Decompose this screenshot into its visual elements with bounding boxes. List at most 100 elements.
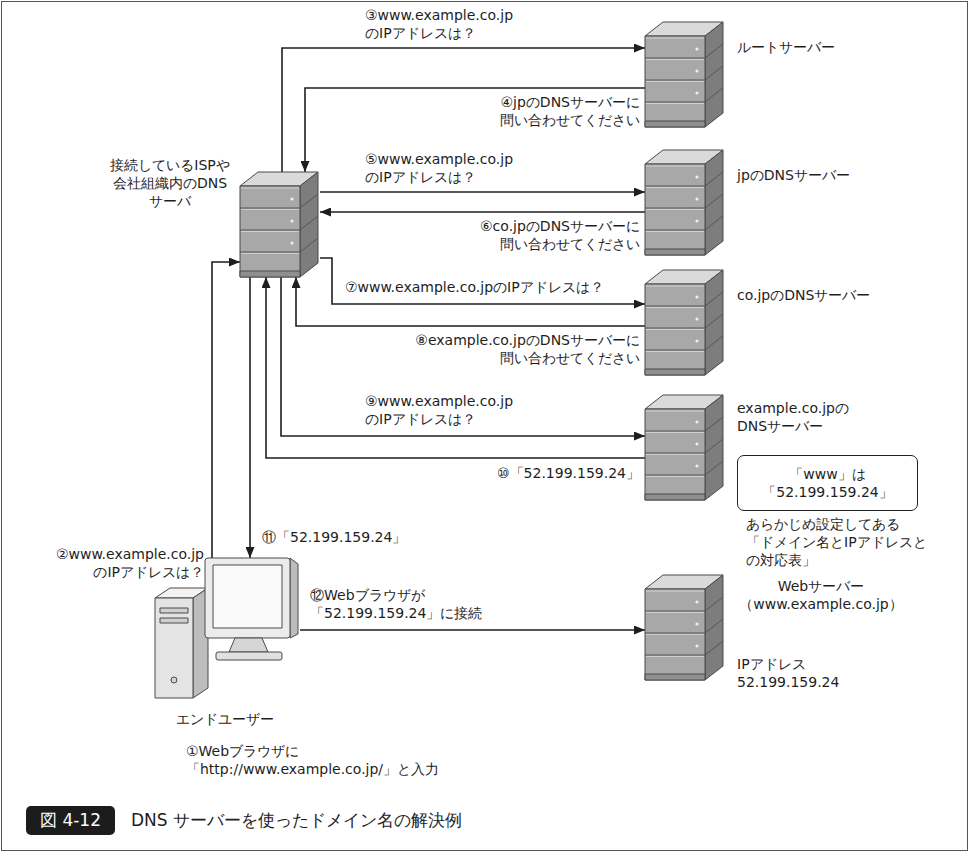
server-led [695,175,698,178]
server-highlight [241,231,299,232]
power-button [171,677,177,683]
server-front [645,36,705,127]
server-led [290,241,293,244]
server-label: example.co.jpの DNSサーバー [737,399,853,435]
server-front [645,164,705,255]
server-highlight [646,231,704,232]
server-base [240,271,300,277]
server-drawing [645,270,723,375]
dns-server: co.jpのDNSサーバー [645,270,725,375]
server-side-divider [705,216,723,230]
server-led [695,420,698,423]
server-led [695,644,698,647]
step-label: ①Webブラウザに 「http://www.example.co.jp/」と入力 [186,742,444,778]
server-front [645,284,705,375]
server-divider [645,58,705,59]
server-highlight [646,166,704,167]
server-drawing [645,150,723,255]
step-label: ⑥co.jpのDNSサーバーに 問い合わせてください [476,217,640,253]
server-highlight [646,81,704,82]
tower-front [155,598,193,698]
step-label: ⑦www.example.co.jpのIPアドレスは？ [345,278,604,296]
server-highlight [646,286,704,287]
server-icon [645,395,725,500]
figure-caption: DNS サーバーを使ったドメイン名の解決例 [131,809,462,831]
step-label: ⑨www.example.co.jp のIPアドレスは？ [365,392,518,428]
server-highlight [646,656,704,657]
arrow-connector [320,191,645,193]
server-divider [645,328,705,329]
monitor-bezel [205,558,290,638]
server-icon [645,575,725,680]
server-side [705,22,723,127]
server-side-divider [705,292,723,306]
web-server: Webサーバー （www.example.co.jp）IPアドレス 52.199… [645,575,725,680]
address-label: IPアドレス 52.199.159.24 [737,655,844,691]
server-side-divider [705,641,723,655]
arrow-connector [320,211,645,213]
server-label: Webサーバー （www.example.co.jp） [737,577,905,613]
arrow-connector [281,277,645,436]
server-highlight [646,103,704,104]
arrow-connector [300,629,645,631]
arrow-connector [296,277,645,326]
server-highlight [646,411,704,412]
step-label: ④jpのDNSサーバーに 問い合わせてください [496,93,640,129]
server-base [645,121,705,127]
server-side [705,150,723,255]
drive-slot [160,608,188,613]
server-side-divider [705,88,723,102]
server-label: ルートサーバー [737,38,835,56]
server-highlight [241,253,299,254]
table-entry: 「www」は 「52.199.159.24」 [760,465,895,501]
server-side [705,270,723,375]
server-drawing [645,575,723,680]
server-highlight [646,209,704,210]
server-side-divider [705,44,723,58]
server-side-divider [705,439,723,453]
server-led [695,464,698,467]
server-side-divider [705,66,723,80]
server-led [695,91,698,94]
dns-server: ルートサーバー [645,22,725,127]
server-highlight [646,59,704,60]
server-side [705,395,723,500]
server-divider [645,102,705,103]
server-drawing [645,395,723,500]
server-divider [240,252,300,253]
table-note: あらかじめ設定してある 「ドメイン名とIPアドレスと の対応表」 [746,515,931,570]
monitor-base [216,652,282,660]
server-base [645,249,705,255]
monitor-stand [229,638,268,652]
dns-server: example.co.jpの DNSサーバー [645,395,725,500]
server-led [290,219,293,222]
server-highlight [646,38,704,39]
server-side-divider [300,194,318,208]
server-side-divider [705,619,723,633]
figure-number: 図 4-12 [26,806,115,835]
arrow-connector [266,277,645,458]
server-divider [645,611,705,612]
table-box: 「www」は 「52.199.159.24」あらかじめ設定してある 「ドメイン名… [737,455,918,511]
server-label: co.jpのDNSサーバー [737,286,870,304]
server-led [695,600,698,603]
server-icon [645,22,725,127]
server-side-divider [705,597,723,611]
server-icon [645,150,725,255]
server-highlight [646,591,704,592]
server-highlight [646,187,704,188]
server-icon [645,270,725,375]
dns-server: 接続しているISPや 会社組織内のDNS サーバ [240,172,320,277]
server-led [290,197,293,200]
server-divider [645,306,705,307]
server-divider [240,208,300,209]
server-divider [645,633,705,634]
server-divider [645,80,705,81]
step-label: ⑫Webブラウザが 「52.199.159.24」に接続 [310,586,487,622]
server-highlight [241,209,299,210]
server-base [645,369,705,375]
server-led [695,317,698,320]
